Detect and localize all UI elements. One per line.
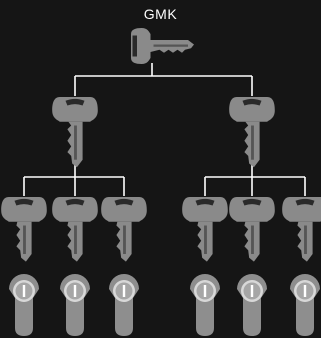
- euro-cylinder-lock-icon: [109, 274, 139, 336]
- right-master-to-change-connector: [204, 165, 306, 196]
- change-key-icon: [101, 197, 147, 262]
- grand-master-key-label: GMK: [143, 6, 178, 22]
- change-key-icon: [282, 197, 321, 262]
- change-key-icon: [182, 197, 228, 262]
- master-key-right-icon: [229, 97, 275, 168]
- grand-master-key-icon: [131, 28, 194, 64]
- euro-cylinder-lock-icon: [9, 274, 39, 336]
- euro-cylinder-lock-icon: [237, 274, 267, 336]
- change-key-icon: [52, 197, 98, 262]
- connector-lines: [23, 63, 306, 196]
- euro-cylinder-lock-icon: [290, 274, 320, 336]
- change-key-icon: [1, 197, 47, 262]
- euro-cylinder-lock-icon: [190, 274, 220, 336]
- gmk-to-master-connector: [74, 63, 253, 96]
- left-master-to-change-connector: [23, 165, 125, 196]
- master-key-left-icon: [52, 97, 98, 168]
- change-key-icon: [229, 197, 275, 262]
- euro-cylinder-lock-icon: [60, 274, 90, 336]
